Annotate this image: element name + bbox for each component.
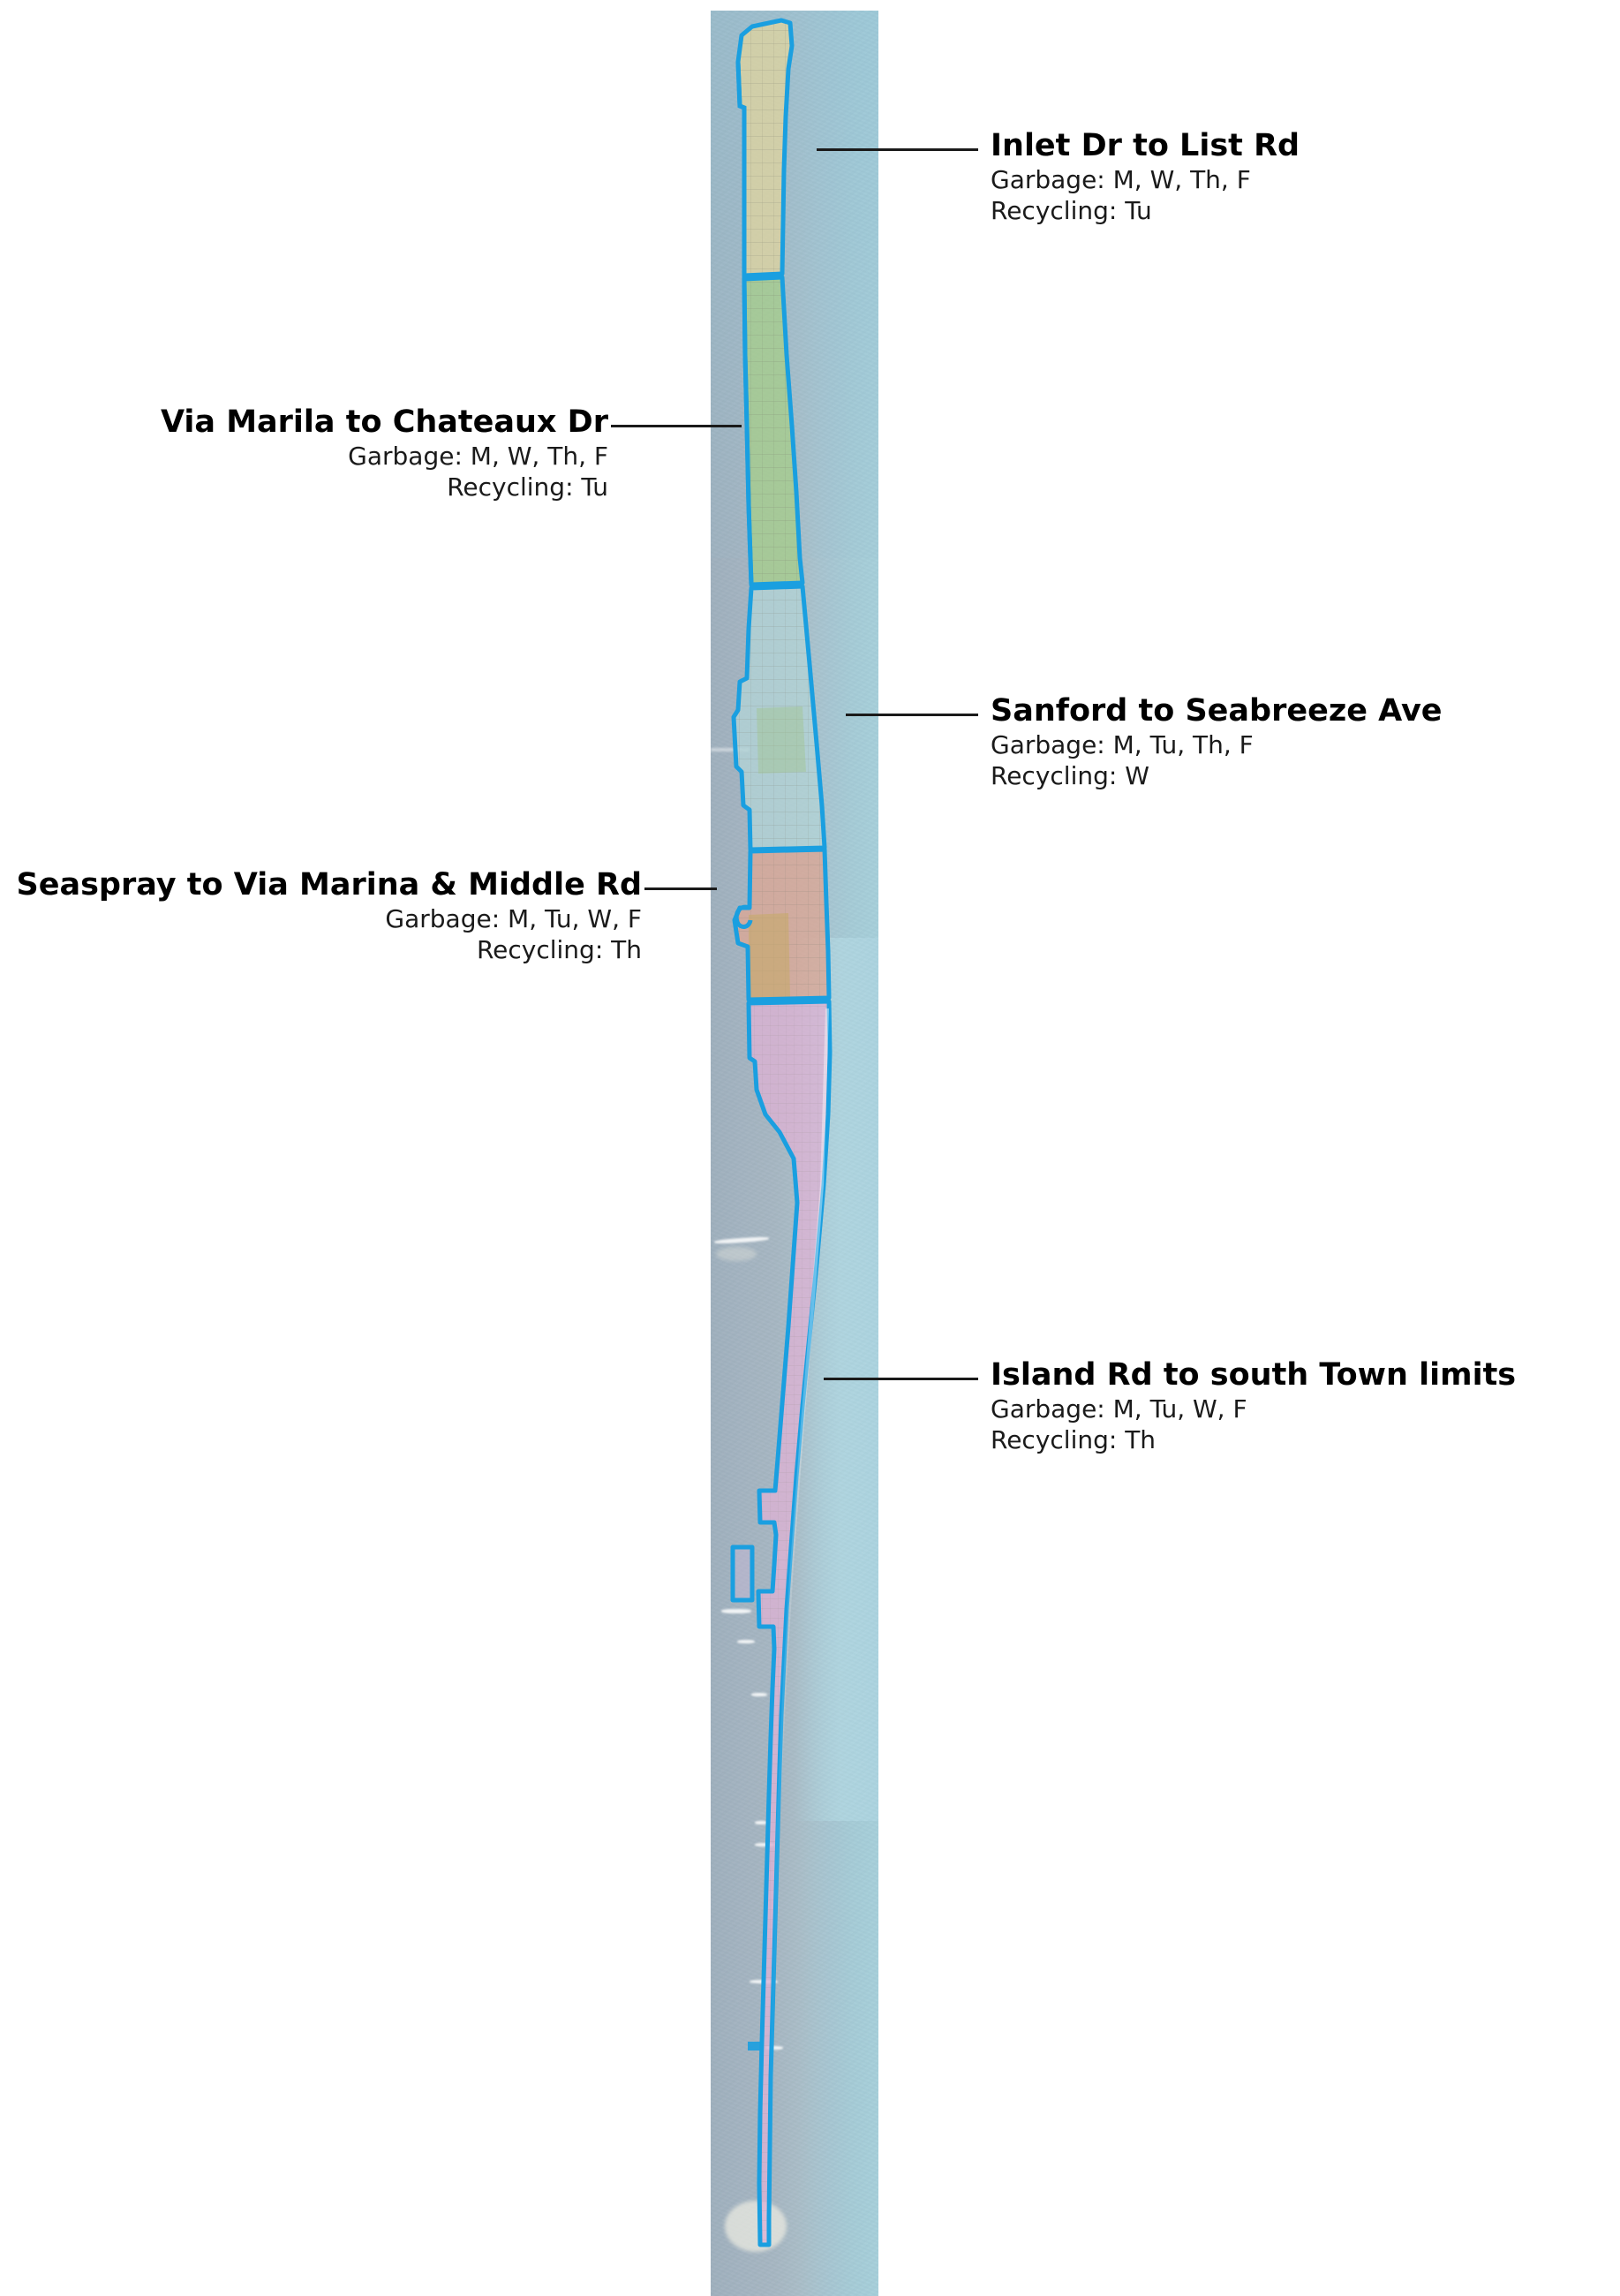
map-zone-seaspray-to-via-marina-middle-rd xyxy=(732,847,832,1002)
callout-seaspray-to-via-marina-middle-rd: Seaspray to Via Marina & Middle Rd Garba… xyxy=(17,866,642,965)
callout-title: Island Rd to south Town limits xyxy=(991,1357,1517,1393)
callout-recycling-schedule: Recycling: W xyxy=(991,761,1149,790)
leader-line-seaspray-to-via-marina-middle-rd xyxy=(644,887,717,890)
map-zone-island-rd-to-south-town-limits xyxy=(730,999,833,2247)
boat-wake xyxy=(721,1609,751,1613)
sandbar xyxy=(716,1247,757,1261)
aerial-map-image xyxy=(711,11,878,2296)
callout-garbage-schedule: Garbage: M, Tu, Th, F xyxy=(991,730,1254,759)
boat-wake xyxy=(755,1843,774,1847)
surf-line xyxy=(711,748,750,751)
map-zone-via-marila-to-chateaux-dr xyxy=(742,275,805,587)
leader-line-sanford-to-seabreeze-ave xyxy=(846,714,978,716)
callout-garbage-schedule: Garbage: M, W, Th, F xyxy=(348,442,608,471)
zone-overlay-vector xyxy=(730,18,833,2247)
callout-garbage-schedule: Garbage: M, Tu, W, F xyxy=(991,1394,1247,1424)
callout-garbage-schedule: Garbage: M, W, Th, F xyxy=(991,165,1251,194)
boat-wake xyxy=(765,2046,783,2050)
callout-title: Sanford to Seabreeze Ave xyxy=(991,693,1443,729)
map-zone-inlet-dr-to-list-rd xyxy=(735,18,795,278)
map-bay-boundary-line xyxy=(735,59,754,587)
map-zone-sanford-to-seabreeze-ave xyxy=(731,584,827,852)
callout-recycling-schedule: Recycling: Tu xyxy=(991,196,1152,225)
leader-line-via-marila-to-chateaux-dr xyxy=(611,425,742,427)
boat-wake xyxy=(751,1693,767,1696)
callout-recycling-schedule: Recycling: Tu xyxy=(447,472,608,502)
callout-title: Via Marila to Chateaux Dr xyxy=(160,404,608,440)
boat-wake xyxy=(755,1821,767,1824)
map-dock-spur xyxy=(748,2042,760,2051)
callout-title: Seaspray to Via Marina & Middle Rd xyxy=(16,867,642,903)
leader-line-inlet-dr-to-list-rd xyxy=(817,148,978,151)
callout-via-marila-to-chateaux-dr: Via Marila to Chateaux Dr Garbage: M, W,… xyxy=(161,404,608,502)
callout-recycling-schedule: Recycling: Th xyxy=(991,1425,1157,1454)
callout-recycling-schedule: Recycling: Th xyxy=(476,935,642,964)
callout-inlet-dr-to-list-rd: Inlet Dr to List Rd Garbage: M, W, Th, F… xyxy=(991,127,1300,226)
sandbar xyxy=(725,2201,787,2252)
callout-island-rd-to-south-town-limits: Island Rd to south Town limits Garbage: … xyxy=(991,1356,1516,1455)
leader-line-island-rd-to-south-town-limits xyxy=(824,1378,978,1380)
callout-garbage-schedule: Garbage: M, Tu, W, F xyxy=(385,904,642,933)
map-zone-seaspray-subblock xyxy=(749,913,790,1000)
map-marina-notch xyxy=(730,1545,755,1603)
callout-title: Inlet Dr to List Rd xyxy=(991,128,1300,163)
boat-wake xyxy=(737,1640,755,1643)
callout-sanford-to-seabreeze-ave: Sanford to Seabreeze Ave Garbage: M, Tu,… xyxy=(991,692,1443,791)
